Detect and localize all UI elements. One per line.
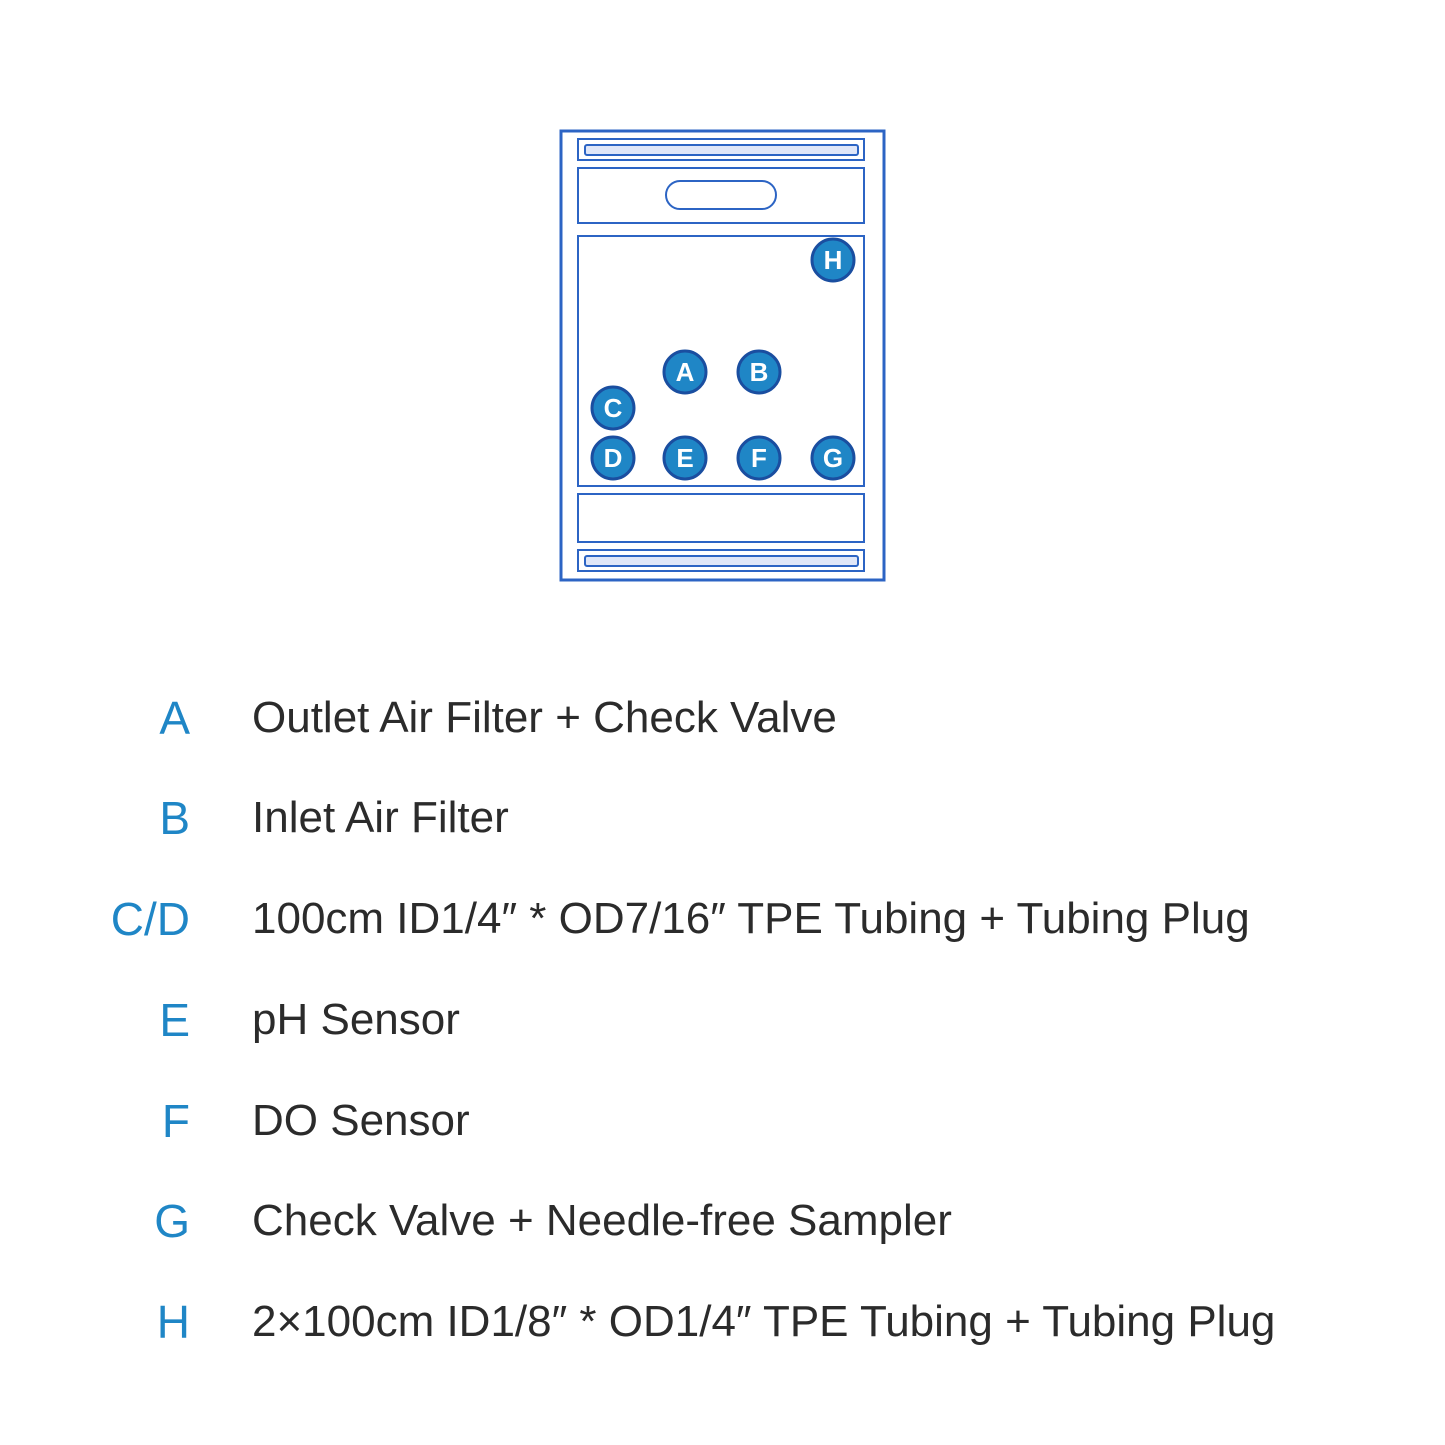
port-marker-f: F	[736, 435, 782, 481]
svg-text:B: B	[750, 357, 769, 387]
legend-row-h: H 2×100cm ID1/8″ * OD1/4″ TPE Tubing + T…	[0, 1272, 1445, 1372]
svg-text:H: H	[824, 245, 843, 275]
legend-key: H	[156, 1296, 190, 1348]
legend-key: C/D	[110, 893, 190, 945]
legend-key: E	[159, 994, 190, 1046]
legend-description: Outlet Air Filter + Check Valve	[252, 693, 837, 742]
handle-slot	[665, 180, 777, 210]
port-marker-g: G	[810, 435, 856, 481]
bioreactor-bag-diagram: H A B C D E F G	[559, 129, 886, 582]
bottom-panel	[577, 493, 865, 543]
legend-key: A	[159, 692, 190, 744]
legend-description: pH Sensor	[252, 995, 460, 1044]
legend-key: G	[154, 1195, 190, 1247]
legend-row-g: G Check Valve + Needle-free Sampler	[0, 1171, 1445, 1271]
port-marker-h: H	[810, 237, 856, 283]
legend-row-f: F DO Sensor	[0, 1071, 1445, 1171]
legend-row-cd: C/D 100cm ID1/4″ * OD7/16″ TPE Tubing + …	[0, 869, 1445, 969]
legend-key: F	[161, 1095, 190, 1147]
svg-text:D: D	[604, 443, 623, 473]
port-marker-e: E	[662, 435, 708, 481]
svg-text:C: C	[604, 393, 623, 423]
port-marker-a: A	[662, 349, 708, 395]
port-marker-b: B	[736, 349, 782, 395]
svg-text:F: F	[751, 443, 767, 473]
svg-text:A: A	[676, 357, 695, 387]
top-seal-strip	[584, 144, 859, 156]
bottom-seal-strip	[584, 555, 859, 567]
svg-text:G: G	[823, 443, 843, 473]
svg-text:E: E	[676, 443, 693, 473]
legend-row-e: E pH Sensor	[0, 970, 1445, 1070]
port-marker-c: C	[590, 385, 636, 431]
legend-description: 100cm ID1/4″ * OD7/16″ TPE Tubing + Tubi…	[252, 894, 1250, 943]
legend-description: Check Valve + Needle-free Sampler	[252, 1196, 952, 1245]
legend-description: Inlet Air Filter	[252, 793, 509, 842]
legend-description: 2×100cm ID1/8″ * OD1/4″ TPE Tubing + Tub…	[252, 1297, 1276, 1346]
legend-description: DO Sensor	[252, 1096, 470, 1145]
legend-key: B	[159, 792, 190, 844]
port-marker-d: D	[590, 435, 636, 481]
legend-row-b: B Inlet Air Filter	[0, 768, 1445, 868]
legend-row-a: A Outlet Air Filter + Check Valve	[0, 668, 1445, 768]
